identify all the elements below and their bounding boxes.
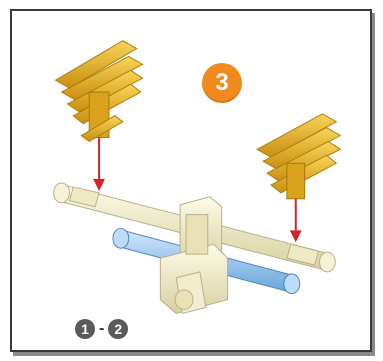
step-number-badge: 3 <box>202 63 242 103</box>
step-range-separator: - <box>99 319 104 339</box>
assembly-illustration <box>12 11 370 350</box>
instruction-panel: 3 <box>10 9 372 352</box>
arrow-left <box>93 138 105 191</box>
previous-step-end: 2 <box>108 319 128 339</box>
arrow-right <box>290 199 302 242</box>
previous-step-start: 1 <box>75 319 95 339</box>
previous-steps-indicator: 1 - 2 <box>75 318 128 340</box>
yellow-part-left <box>56 41 143 142</box>
yellow-part-right <box>257 114 340 199</box>
